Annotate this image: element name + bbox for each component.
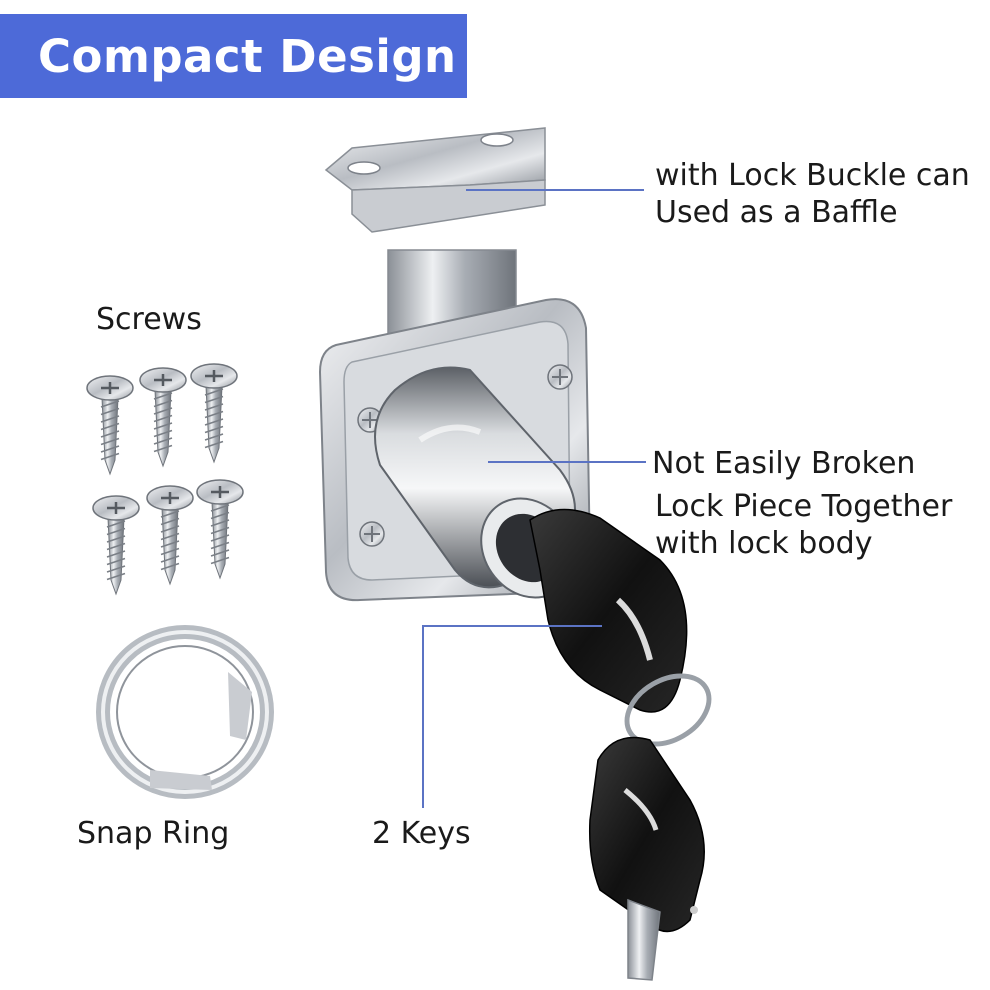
snap-ring-label: Snap Ring: [77, 816, 230, 851]
screw-icon: [196, 479, 244, 580]
screw-icon: [92, 495, 140, 596]
screw-icon: [190, 363, 238, 464]
body-label-line3: with lock body: [655, 526, 873, 561]
keys-callout-vertical: [422, 625, 424, 808]
page-title: Compact Design: [38, 29, 457, 83]
baffle-label-line2: Used as a Baffle: [655, 195, 898, 230]
screw-icon: [139, 367, 187, 468]
lock-body: [318, 249, 592, 602]
screws-group: [86, 363, 244, 596]
baffle-label-line1: with Lock Buckle can: [655, 158, 970, 193]
screw-icon: [86, 375, 134, 476]
baffle-callout-line: [466, 189, 644, 191]
body-callout-line: [488, 461, 646, 463]
lock-buckle-plate: [324, 127, 546, 233]
screw-icon: [146, 485, 194, 586]
title-banner: Compact Design: [0, 14, 467, 98]
snap-ring: [96, 625, 274, 799]
keys: [529, 508, 712, 981]
body-label-line2: Lock Piece Together: [655, 489, 953, 524]
screws-label: Screws: [96, 302, 202, 337]
keys-callout-horizontal: [422, 625, 602, 627]
body-label-line1: Not Easily Broken: [652, 446, 916, 481]
keys-label: 2 Keys: [372, 816, 471, 851]
